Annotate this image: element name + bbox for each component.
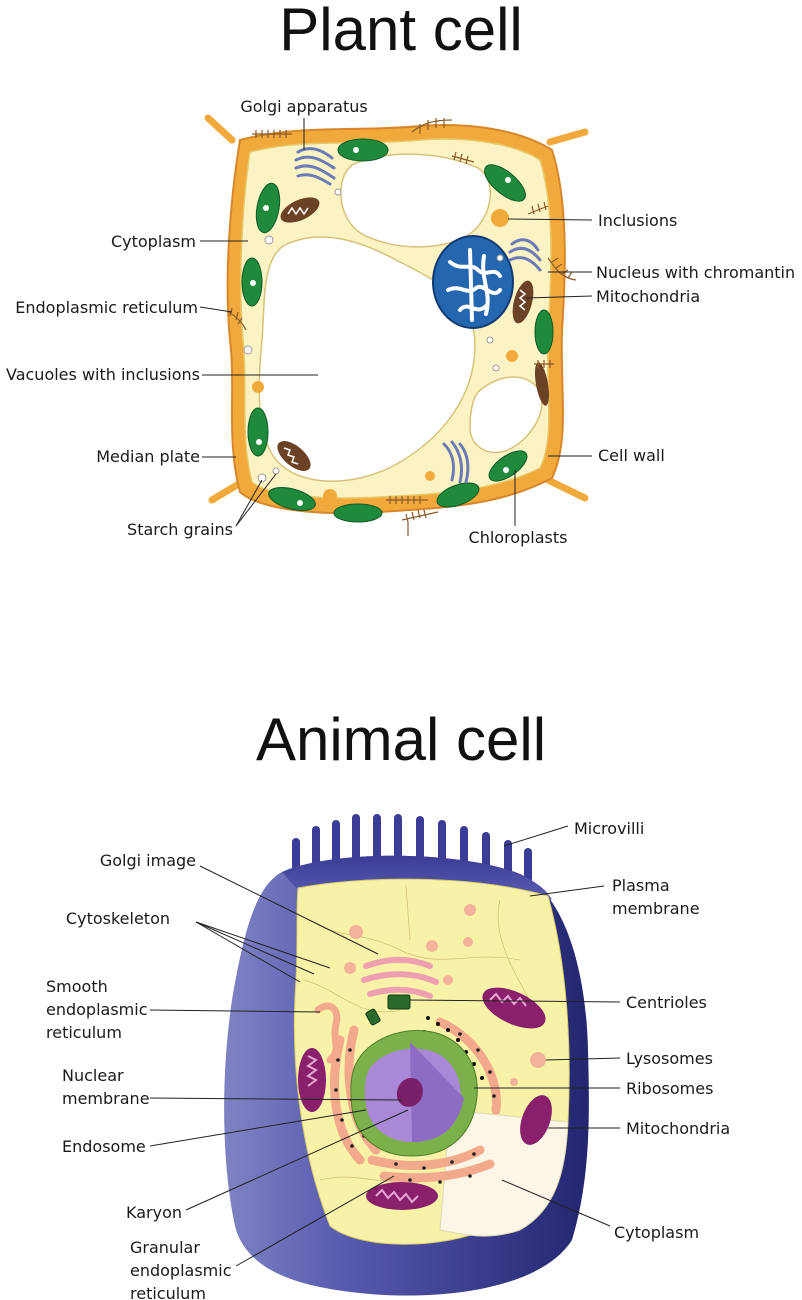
label-nuclear-membrane-line2: membrane xyxy=(62,1089,150,1108)
label-lysosomes: Lysosomes xyxy=(626,1049,713,1068)
animal-cell-title: Animal cell xyxy=(255,706,547,773)
plant-leader-lines xyxy=(199,118,593,527)
cell-wall-extensions xyxy=(204,114,589,504)
label-smooth-er-line3: reticulum xyxy=(46,1023,122,1042)
animal-golgi xyxy=(361,957,439,999)
label-golgi-apparatus: Golgi apparatus xyxy=(240,97,367,116)
label-nuclear-membrane-line1: Nuclear xyxy=(62,1066,124,1085)
plant-inclusions xyxy=(252,209,518,503)
label-nucleus-with-chromantin: Nucleus with chromantin xyxy=(596,263,795,282)
label-ribosomes: Ribosomes xyxy=(626,1079,713,1098)
membrane-top-face xyxy=(282,855,552,900)
label-cytoplasm-plant: Cytoplasm xyxy=(111,232,196,251)
label-mitochondria-animal: Mitochondria xyxy=(626,1119,730,1138)
starch-grains xyxy=(243,188,504,483)
label-cytoskeleton: Cytoskeleton xyxy=(66,909,170,928)
label-granular-er-line2: endoplasmic xyxy=(130,1261,232,1280)
central-vacuole xyxy=(258,236,476,482)
label-microvilli: Microvilli xyxy=(574,819,644,838)
label-endosome: Endosome xyxy=(62,1137,146,1156)
plant-nucleus xyxy=(432,235,514,329)
label-karyon: Karyon xyxy=(126,1203,182,1222)
plant-cell: Golgi apparatus Cytoplasm Endoplasmic re… xyxy=(6,97,795,547)
label-starch-grains: Starch grains xyxy=(127,520,233,539)
plant-cell-title: Plant cell xyxy=(279,0,523,63)
label-endoplasmic-reticulum: Endoplasmic reticulum xyxy=(15,298,198,317)
plant-golgi xyxy=(294,147,542,484)
nucleolus xyxy=(396,1077,423,1107)
label-plasma-membrane-line2: membrane xyxy=(612,899,700,918)
chloroplast-starch-dots xyxy=(250,147,511,506)
label-inclusions: Inclusions xyxy=(598,211,677,230)
lysosomes xyxy=(344,904,546,1086)
animal-leader-lines xyxy=(149,825,621,1267)
small-vacuole-right xyxy=(469,376,543,454)
label-granular-er-line1: Granular xyxy=(130,1238,200,1257)
centrioles xyxy=(365,994,411,1026)
label-mitochondria-plant: Mitochondria xyxy=(596,287,700,306)
label-chloroplasts: Chloroplasts xyxy=(469,528,568,547)
label-vacuoles-with-inclusions: Vacuoles with inclusions xyxy=(6,365,200,384)
plant-mitochondria xyxy=(277,197,550,471)
label-smooth-er-line2: endoplasmic xyxy=(46,1000,148,1019)
label-cytoplasm-animal: Cytoplasm xyxy=(614,1223,699,1242)
small-vacuole-top xyxy=(340,153,492,248)
chloroplasts xyxy=(241,138,554,523)
animal-mitochondria xyxy=(298,987,552,1210)
animal-cell: Golgi image Cytoskeleton Smooth endoplas… xyxy=(46,814,730,1300)
label-plasma-membrane-line1: Plasma xyxy=(612,876,670,895)
label-granular-er-line3: reticulum xyxy=(130,1284,206,1300)
label-median-plate: Median plate xyxy=(96,447,200,466)
label-smooth-er-line1: Smooth xyxy=(46,977,108,996)
label-golgi-image: Golgi image xyxy=(100,851,196,870)
karyon-cut-face xyxy=(410,1042,464,1142)
label-centrioles: Centrioles xyxy=(626,993,707,1012)
label-cell-wall: Cell wall xyxy=(598,446,665,465)
microvilli xyxy=(292,814,532,884)
